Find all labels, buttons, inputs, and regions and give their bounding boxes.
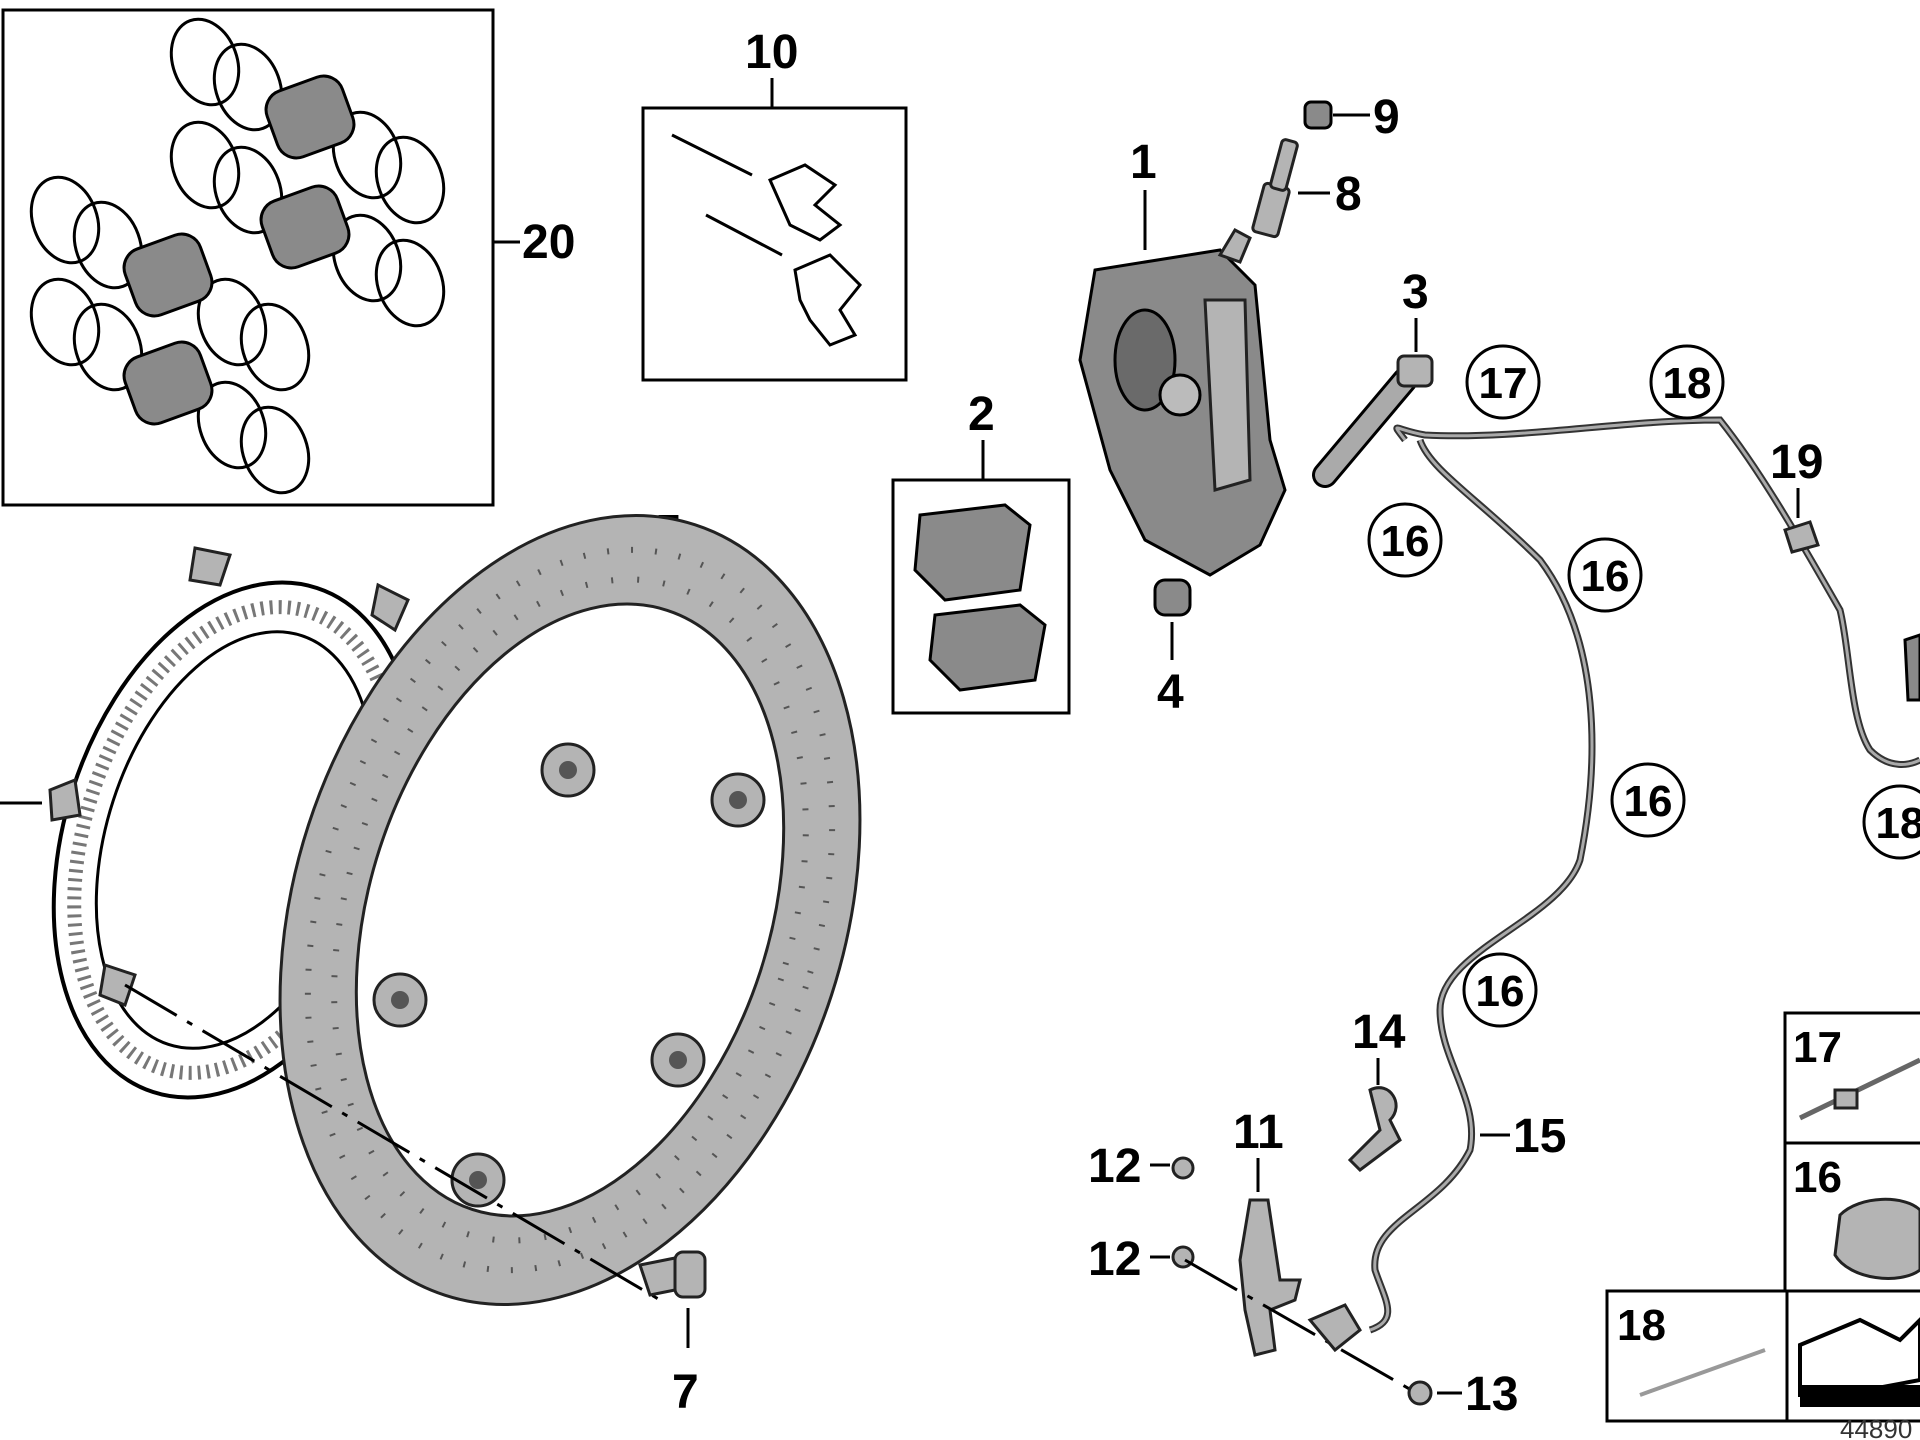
label-2: 2 xyxy=(968,388,995,441)
circled-16-d: 16 xyxy=(1476,967,1525,1016)
seal-kit-group: 20 xyxy=(1,8,575,507)
label-10: 10 xyxy=(745,26,798,79)
label-12-upper: 12 xyxy=(1088,1140,1141,1193)
circled-18-top: 18 xyxy=(1663,359,1712,408)
label-3: 3 xyxy=(1402,266,1429,319)
label-19: 19 xyxy=(1770,436,1823,489)
label-20: 20 xyxy=(522,216,575,269)
bolt-7 xyxy=(638,1250,707,1299)
bushing-4 xyxy=(1153,578,1192,617)
caliper-group: 1 8 9 3 4 xyxy=(1078,91,1434,719)
brake-lines: 15 xyxy=(1368,416,1920,1334)
sensor-bracket-group: 14 11 12 12 13 xyxy=(1088,1006,1518,1421)
clip-14 xyxy=(1347,1086,1402,1172)
label-13: 13 xyxy=(1465,1368,1518,1421)
seal-kit-box xyxy=(1,8,495,507)
figure-ref: 44890 xyxy=(1840,1414,1912,1440)
pin-kit-box xyxy=(641,106,908,382)
legend-17: 17 xyxy=(1793,1023,1842,1072)
label-14: 14 xyxy=(1352,1006,1406,1059)
disc-carriers xyxy=(372,742,766,1208)
circled-17: 17 xyxy=(1479,359,1528,408)
label-15: 15 xyxy=(1513,1110,1566,1163)
label-7: 7 xyxy=(672,1366,699,1419)
circled-16-a: 16 xyxy=(1381,517,1430,566)
label-12-lower: 12 xyxy=(1088,1233,1141,1286)
legend-18: 18 xyxy=(1617,1301,1666,1350)
label-1: 1 xyxy=(1130,136,1157,189)
circled-18-right: 18 xyxy=(1876,799,1920,848)
bolt-3 xyxy=(1312,354,1434,488)
label-9: 9 xyxy=(1373,91,1400,144)
cap-9 xyxy=(1303,100,1333,130)
brake-pads-group: 2 xyxy=(891,388,1071,715)
bleed-screw-8 xyxy=(1251,138,1299,239)
legend-16: 16 xyxy=(1793,1153,1842,1202)
sensor-head xyxy=(1307,1303,1362,1353)
circled-labels: 17 18 18 16 16 16 16 xyxy=(1367,344,1920,1028)
brake-disc-group: 5 7 xyxy=(124,506,862,1419)
pin-kit-group: 10 xyxy=(641,26,908,382)
label-11: 11 xyxy=(1233,1106,1284,1159)
circled-16-c: 16 xyxy=(1624,777,1673,826)
circled-16-b: 16 xyxy=(1581,552,1630,601)
clip-19 xyxy=(1783,520,1820,554)
bracket-11 xyxy=(1238,1198,1302,1357)
label-8: 8 xyxy=(1335,168,1362,221)
label-4: 4 xyxy=(1157,666,1184,719)
pistons xyxy=(122,74,356,426)
legend-group: 17 16 18 44890 xyxy=(1605,1011,1920,1440)
